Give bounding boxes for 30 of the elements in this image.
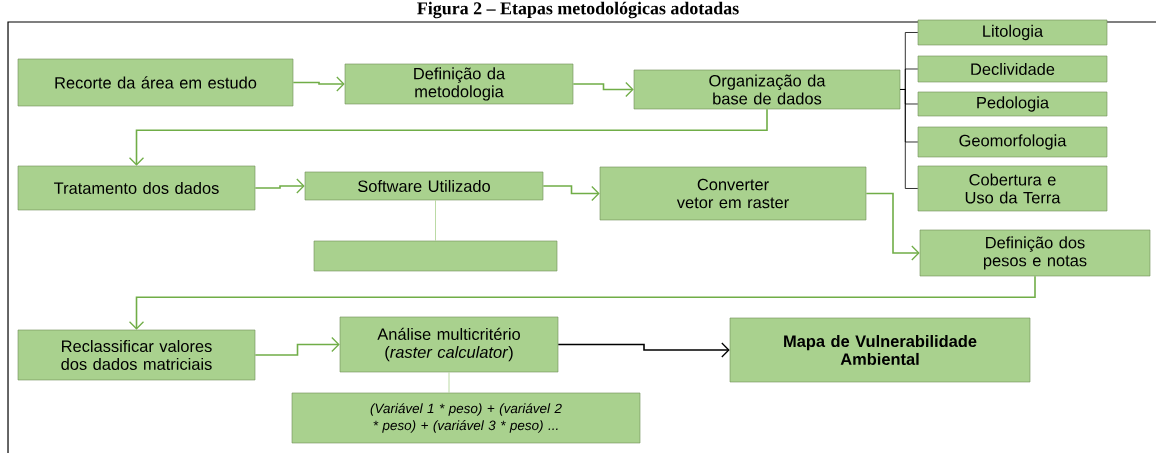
process-box: Organização da base de dados	[633, 69, 901, 110]
process-box: Análise multicritério (raster calculator)	[339, 316, 559, 373]
connector-line	[448, 371, 450, 394]
process-box: Definição dos pesos e notas	[919, 229, 1151, 277]
arrow	[865, 192, 920, 261]
arrow	[572, 81, 634, 98]
arrow	[557, 342, 730, 358]
arrow	[542, 185, 600, 202]
process-box: Mapa de Vulnerabilidade Ambiental	[729, 317, 1031, 383]
process-box: Declividade	[917, 55, 1108, 83]
connector-line	[435, 199, 436, 242]
process-box: Recorte da área em estudo	[17, 58, 294, 107]
process-box: (Variável 1 * peso) + (variável 2 * peso) + (variável 3 * peso) ...	[291, 392, 641, 444]
process-box: Litologia	[917, 19, 1108, 46]
connector-line	[899, 89, 919, 189]
empty-box	[313, 240, 558, 272]
process-box: Software Utilizado	[304, 171, 544, 201]
process-box: Definição da metodologia	[344, 63, 574, 105]
process-box: Pedologia	[917, 91, 1108, 117]
process-box: Tratamento dos dados	[17, 165, 256, 211]
process-box: Cobertura e Uso da Terra	[917, 165, 1108, 212]
process-box: Converter vetor em raster	[599, 166, 867, 221]
process-box: Reclassificar valores dos dados matriciais	[17, 329, 256, 381]
arrow	[254, 336, 340, 356]
arrow	[128, 108, 768, 166]
arrow	[254, 178, 305, 194]
arrow	[292, 76, 345, 92]
arrow	[128, 275, 1036, 330]
title: Figura 2 – Etapas metodológicas adotadas	[417, 1, 739, 19]
process-box: Geomorfologia	[917, 126, 1108, 158]
